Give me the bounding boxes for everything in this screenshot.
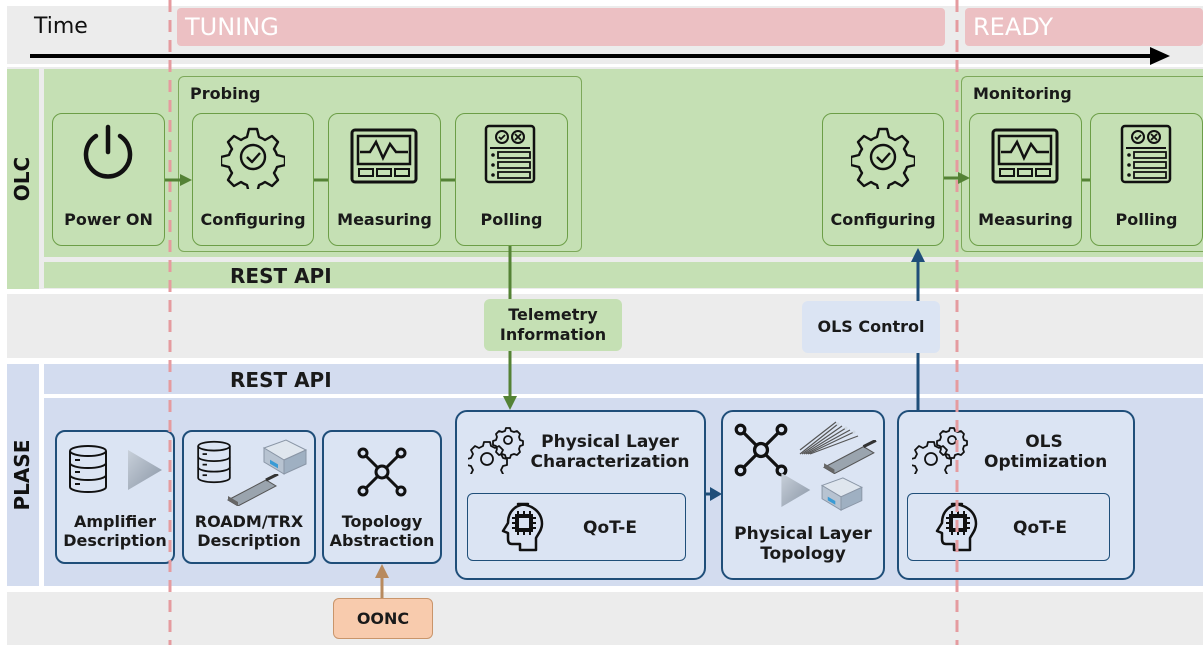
phase-ready: READY bbox=[965, 8, 1203, 46]
qote-label-1: QoT-E bbox=[583, 518, 637, 538]
qote-label-2: QoT-E bbox=[1013, 518, 1067, 538]
transceiver-icon bbox=[226, 474, 279, 506]
bottom-band bbox=[7, 592, 1203, 645]
power-icon bbox=[83, 124, 133, 179]
topology-abstraction-box bbox=[322, 430, 442, 564]
amplifier-description-label: Amplifier Description bbox=[63, 512, 167, 551]
plase-row-label: PLASE bbox=[10, 439, 34, 511]
network-icon bbox=[734, 423, 788, 477]
configuring-box bbox=[822, 113, 944, 246]
olc-row-label: OLC bbox=[10, 156, 34, 202]
probing-configuring-box bbox=[192, 113, 314, 246]
ols-optimization-title: OLS Optimization bbox=[984, 432, 1108, 473]
checklist-icon bbox=[484, 124, 536, 184]
probing-title: Probing bbox=[190, 84, 261, 103]
amplifier-icon bbox=[781, 473, 811, 507]
monitoring-polling-box bbox=[1090, 113, 1203, 246]
plase-label-band bbox=[7, 364, 39, 586]
configuring-label: Configuring bbox=[830, 210, 936, 229]
olc-label-band bbox=[7, 69, 39, 289]
monitoring-polling-label: Polling bbox=[1115, 210, 1178, 229]
monitor-icon bbox=[991, 128, 1059, 184]
topology-abstraction-label: Topology Abstraction bbox=[329, 512, 435, 551]
power-on-label: Power ON bbox=[64, 210, 153, 229]
gear-icon bbox=[851, 127, 915, 189]
checklist-icon bbox=[1120, 124, 1172, 184]
oonc-tag: OONC bbox=[333, 598, 433, 639]
database-icon bbox=[69, 445, 107, 493]
network-icon bbox=[357, 447, 407, 497]
roadm-device-icon bbox=[262, 439, 308, 475]
ai-head-icon bbox=[501, 502, 544, 552]
gears-icon bbox=[912, 427, 968, 474]
physical-layer-topology-label: Physical Layer Topology bbox=[734, 524, 872, 565]
roadm-device-icon bbox=[820, 477, 863, 511]
phase-tuning: TUNING bbox=[177, 8, 945, 46]
database-icon bbox=[197, 440, 231, 484]
olc-rest-api-band bbox=[44, 262, 1203, 288]
telemetry-information-tag: Telemetry Information bbox=[484, 299, 622, 351]
plase-rest-api-label: REST API bbox=[230, 368, 332, 392]
roadm-trx-description-label: ROADM/TRX Description bbox=[194, 512, 304, 551]
transceiver-icon bbox=[823, 440, 877, 474]
gears-icon bbox=[468, 427, 524, 474]
ai-head-icon bbox=[935, 502, 978, 552]
probing-configuring-label: Configuring bbox=[200, 210, 306, 229]
gear-icon bbox=[221, 127, 285, 189]
power-on-box bbox=[52, 113, 165, 246]
monitoring-title: Monitoring bbox=[973, 84, 1072, 103]
olc-rest-api-label: REST API bbox=[230, 264, 332, 288]
physical-layer-characterization-title: Physical Layer Characterization bbox=[530, 432, 690, 473]
plase-rest-api-band bbox=[44, 364, 1203, 394]
probing-measuring-label: Measuring bbox=[337, 210, 432, 229]
monitor-icon bbox=[350, 128, 418, 184]
ols-control-tag: OLS Control bbox=[802, 301, 940, 353]
amplifier-icon bbox=[128, 450, 162, 490]
fiber-icon bbox=[799, 421, 859, 455]
probing-polling-label: Polling bbox=[480, 210, 543, 229]
time-label: Time bbox=[34, 14, 88, 39]
qote-box-1 bbox=[467, 493, 686, 561]
monitoring-measuring-label: Measuring bbox=[978, 210, 1073, 229]
amplifier-description-box bbox=[55, 430, 175, 564]
